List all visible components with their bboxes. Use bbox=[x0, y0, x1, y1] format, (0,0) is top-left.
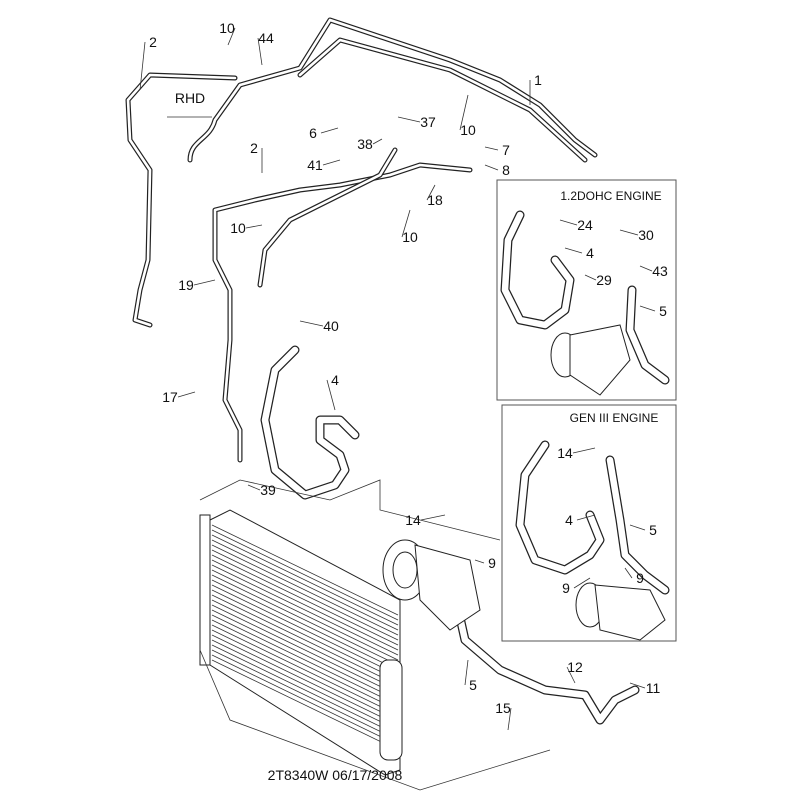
callout-number: 8 bbox=[502, 162, 510, 178]
hose-4 bbox=[260, 345, 360, 500]
pipe-1 bbox=[187, 17, 598, 163]
inset-2-callout: 4 bbox=[565, 512, 573, 528]
callout-number: 1 bbox=[534, 72, 542, 88]
leader-line bbox=[576, 514, 596, 521]
callout-number: 2 bbox=[250, 140, 258, 156]
leader-line bbox=[619, 229, 639, 236]
inset-1-callout: 30 bbox=[638, 227, 654, 243]
callout-number: 38 bbox=[357, 136, 373, 152]
inset-1-title: 1.2DOHC ENGINE bbox=[560, 189, 661, 203]
leader-line bbox=[426, 184, 436, 201]
leader-line bbox=[247, 484, 261, 491]
inset-2-callout: 9 bbox=[636, 570, 644, 586]
leader-line bbox=[639, 265, 653, 272]
inset-2-callout: 5 bbox=[649, 522, 657, 538]
pipe-2-rhd bbox=[125, 72, 238, 328]
inset-1-artwork bbox=[500, 210, 670, 396]
callout-number: 39 bbox=[260, 482, 276, 498]
hose-5 bbox=[450, 590, 640, 725]
leader-line bbox=[372, 138, 383, 145]
callout-number: 10 bbox=[402, 229, 418, 245]
leader-line bbox=[564, 247, 583, 254]
leader-line bbox=[629, 682, 646, 689]
leader-line bbox=[139, 41, 146, 91]
inset-1-callout: 29 bbox=[596, 272, 612, 288]
inset-1-callout: 4 bbox=[586, 245, 594, 261]
callout-number: 17 bbox=[162, 389, 178, 405]
callout-number: 2 bbox=[149, 34, 157, 50]
leader-line bbox=[624, 567, 633, 579]
leader-line bbox=[177, 391, 196, 398]
leader-line bbox=[397, 116, 421, 123]
callout-number: 12 bbox=[567, 659, 583, 675]
diagram-footer: 2T8340W 06/17/2008 bbox=[268, 767, 403, 783]
leader-line bbox=[227, 27, 236, 46]
callout-number: 18 bbox=[427, 192, 443, 208]
inset-2-callout: 9 bbox=[562, 580, 570, 596]
pipe-2 bbox=[212, 147, 473, 463]
callout-number: 41 bbox=[307, 157, 323, 173]
inset-2-callout: 14 bbox=[557, 445, 573, 461]
inset-1-frame bbox=[496, 179, 677, 401]
leader-line bbox=[320, 127, 339, 134]
callout-number: 15 bbox=[495, 700, 511, 716]
callout-number: 11 bbox=[646, 680, 661, 696]
leader-line bbox=[573, 577, 591, 589]
inset-2-title: GEN III ENGINE bbox=[570, 411, 659, 425]
leader-line bbox=[484, 164, 499, 171]
leader-line bbox=[257, 37, 263, 66]
leader-line bbox=[559, 219, 578, 226]
callout-number: 4 bbox=[331, 372, 339, 388]
inset-1-callout: 5 bbox=[659, 303, 667, 319]
inset-1-callout: 24 bbox=[577, 217, 593, 233]
callout-number: 10 bbox=[460, 122, 476, 138]
inset-1-callout: 43 bbox=[652, 263, 668, 279]
leader-line bbox=[507, 707, 512, 731]
callout-number: 9 bbox=[488, 555, 496, 571]
callout-number: 6 bbox=[309, 125, 317, 141]
leader-line bbox=[484, 146, 499, 151]
leader-line bbox=[326, 379, 336, 411]
leader-line bbox=[420, 514, 446, 521]
leader-line bbox=[584, 274, 597, 281]
callout-number: 5 bbox=[469, 677, 477, 693]
callout-number: 37 bbox=[420, 114, 436, 130]
leader-line bbox=[474, 559, 485, 564]
leader-line bbox=[639, 305, 656, 312]
leader-line bbox=[299, 320, 324, 327]
callout-number: 10 bbox=[219, 20, 235, 36]
inset-2-frame bbox=[501, 404, 677, 642]
rhd-label: RHD bbox=[175, 90, 205, 106]
leader-line bbox=[629, 524, 646, 531]
callout-number: 14 bbox=[405, 512, 421, 528]
leader-line bbox=[245, 224, 263, 229]
leader-line bbox=[459, 94, 469, 131]
leader-line bbox=[572, 447, 596, 454]
inset-2-artwork bbox=[515, 440, 670, 641]
leader-line bbox=[401, 209, 411, 238]
callout-number: 19 bbox=[178, 277, 194, 293]
callout-number: 10 bbox=[230, 220, 246, 236]
condenser bbox=[199, 509, 403, 776]
leader-line bbox=[322, 159, 341, 166]
leader-line bbox=[566, 666, 576, 684]
callout-number: 44 bbox=[258, 30, 274, 46]
callout-number: 7 bbox=[502, 142, 510, 158]
compressor bbox=[382, 539, 481, 631]
leader-line bbox=[464, 659, 469, 686]
leader-line bbox=[193, 279, 216, 286]
callout-number: 40 bbox=[323, 318, 339, 334]
